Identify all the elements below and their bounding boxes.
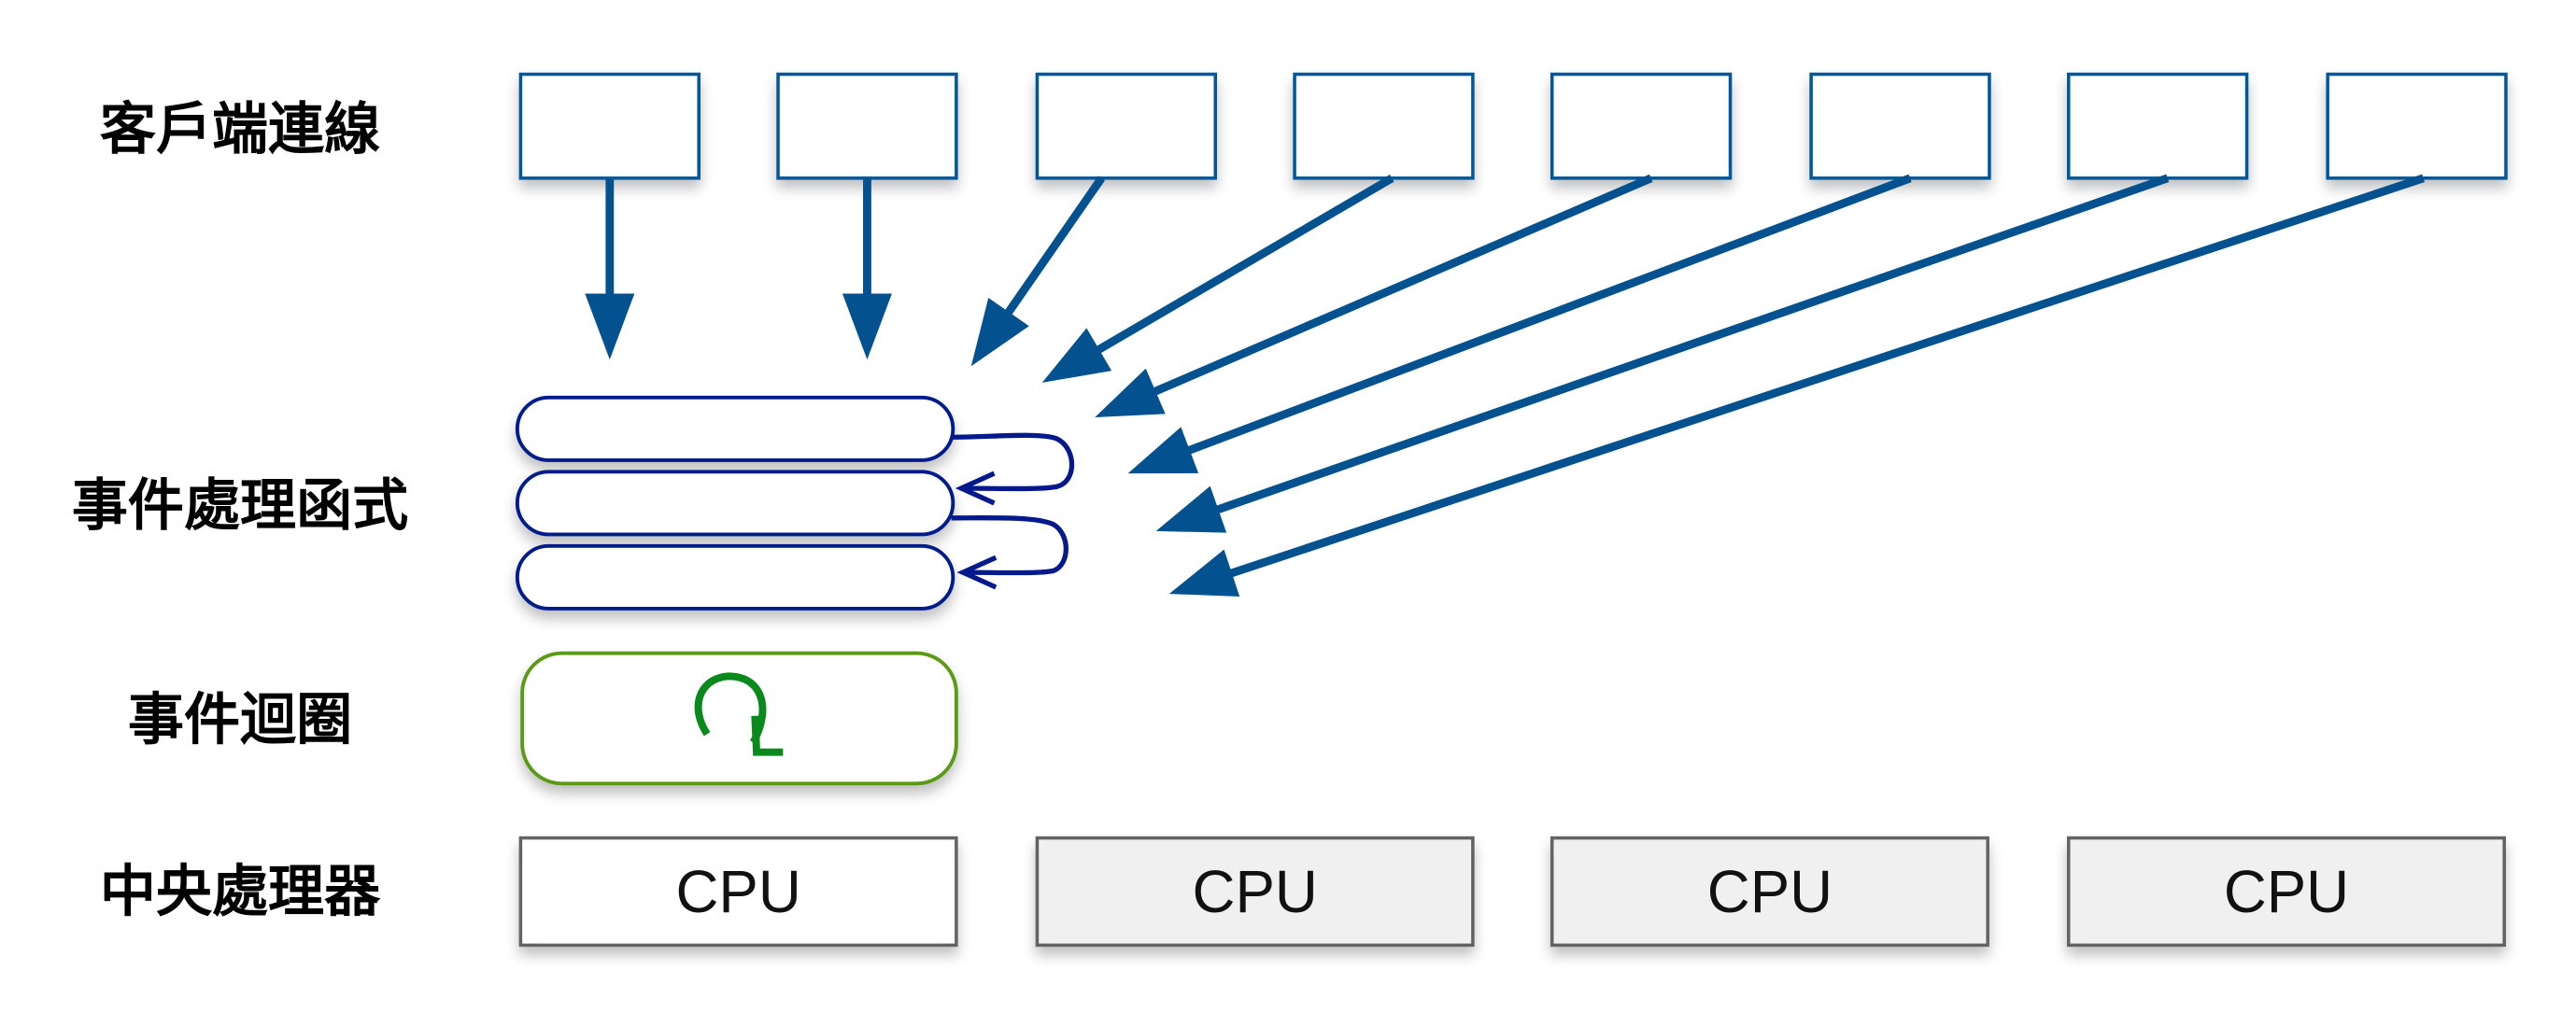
event-loop-box <box>520 651 958 786</box>
cpu-box: CPU <box>518 836 958 948</box>
connection-arrow-line <box>1184 174 1912 456</box>
cpu-label: CPU <box>2224 859 2349 925</box>
chain-arrow-2-head <box>956 555 998 590</box>
client-box <box>776 72 958 180</box>
client-box <box>2066 72 2249 180</box>
clients-row-label: 客戶端連線 <box>100 97 380 162</box>
connection-arrow-head <box>970 298 1029 367</box>
cpu-box: CPU <box>2066 836 2506 948</box>
client-box <box>1035 72 1218 180</box>
cpu-boxes: CPU CPU CPU CPU <box>518 836 2506 948</box>
cpu-box-frame <box>518 836 958 948</box>
connection-arrow-head <box>1155 485 1227 533</box>
connection-arrow-line <box>1227 174 2426 579</box>
client-connections <box>518 72 2508 180</box>
client-box <box>2326 72 2508 180</box>
client-box <box>518 72 701 180</box>
event-handler-pill <box>515 470 955 537</box>
cpu-label: CPU <box>675 859 800 925</box>
client-box <box>1809 72 1991 180</box>
connection-arrow-line <box>1094 175 1394 355</box>
handlers-row-label: 事件處理函式 <box>72 473 408 539</box>
cpu-box-frame <box>2066 836 2506 948</box>
connection-arrow-head <box>842 293 892 360</box>
connection-arrow-line <box>1003 176 1105 317</box>
event-handler-pill <box>515 395 955 462</box>
cpu-box: CPU <box>1550 836 1989 948</box>
connection-arrow-line <box>1213 174 2170 514</box>
connection-arrow-head <box>1095 368 1166 418</box>
client-box <box>1293 72 1475 180</box>
chain-arrow-1 <box>953 432 1074 492</box>
connection-arrow-head <box>1127 427 1199 474</box>
cpu-label: CPU <box>1707 859 1833 925</box>
connection-arrow-head <box>585 293 635 360</box>
cpu-label: CPU <box>1193 859 1318 925</box>
chain-arrow-2 <box>951 515 1069 576</box>
cpu-box-frame <box>1035 836 1475 948</box>
connection-arrows <box>585 174 2426 597</box>
loop-arrow-icon <box>694 672 784 756</box>
cpu-box-frame <box>1550 836 1989 948</box>
chain-arrow-1-head <box>955 471 996 506</box>
connection-arrow-head <box>1041 328 1112 383</box>
cpu-box: CPU <box>1035 836 1475 948</box>
event-handler-pill <box>515 543 955 611</box>
event-loop-row-label: 事件迴圈 <box>128 688 352 753</box>
connection-arrow-head <box>1168 549 1240 597</box>
cpu-row-label: 中央處理器 <box>100 859 381 924</box>
event-handlers <box>515 395 955 611</box>
handler-chain-arrows <box>951 432 1074 590</box>
client-box <box>1550 72 1733 180</box>
connection-arrow-line <box>1151 174 1653 397</box>
